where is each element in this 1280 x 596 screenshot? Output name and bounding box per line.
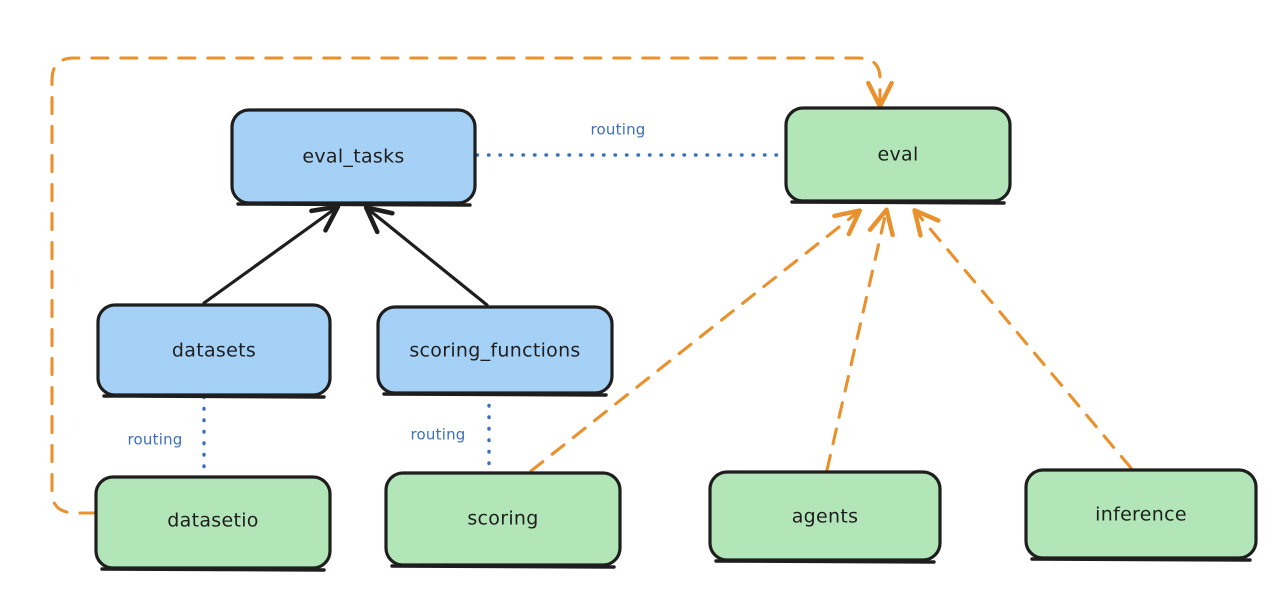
edge-agents-eval <box>825 207 895 472</box>
node-agents[interactable]: agents <box>708 470 942 564</box>
edge-label-routing-scoring-functions-scoring: routing <box>411 426 466 444</box>
edge-label-routing-datasets-datasetio: routing <box>128 431 183 449</box>
edge-label-routing-eval-tasks-eval: routing <box>591 121 646 139</box>
node-box-eval <box>784 106 1012 203</box>
node-label-datasets: datasets <box>172 340 256 362</box>
edge-inference-eval <box>912 208 1133 470</box>
edge-scoring-eval <box>529 208 863 473</box>
node-label-agents: agents <box>792 506 859 528</box>
node-label-eval-tasks: eval_tasks <box>302 146 404 168</box>
node-box-datasets <box>96 303 332 397</box>
node-datasetio[interactable]: datasetio <box>94 475 332 572</box>
edge-scoring-functions-eval-tasks <box>363 205 489 307</box>
node-scoring[interactable]: scoring <box>384 471 622 569</box>
node-eval[interactable]: eval <box>784 106 1012 205</box>
node-scoring-functions[interactable]: scoring_functions <box>376 305 614 397</box>
node-label-datasetio: datasetio <box>167 510 258 532</box>
node-box-agents <box>708 470 942 562</box>
node-box-inference <box>1024 468 1258 560</box>
edge-datasetio-eval <box>50 56 894 515</box>
node-box-datasetio <box>94 475 332 570</box>
nodes-layer: eval_tasks eval datasets scoring_functio… <box>94 106 1258 572</box>
node-label-scoring-functions: scoring_functions <box>409 340 580 362</box>
edge-labels-layer: routing routing routing <box>128 121 646 449</box>
edges-layer <box>50 56 1133 515</box>
node-label-inference: inference <box>1095 504 1187 526</box>
node-label-eval: eval <box>877 144 918 166</box>
node-eval-tasks[interactable]: eval_tasks <box>230 108 477 207</box>
edge-datasets-eval-tasks <box>202 204 341 305</box>
node-datasets[interactable]: datasets <box>96 303 332 399</box>
node-label-scoring: scoring <box>467 508 538 530</box>
node-box-eval-tasks <box>230 108 477 205</box>
node-box-scoring-functions <box>376 305 614 395</box>
node-box-scoring <box>384 471 622 567</box>
node-inference[interactable]: inference <box>1024 468 1258 562</box>
